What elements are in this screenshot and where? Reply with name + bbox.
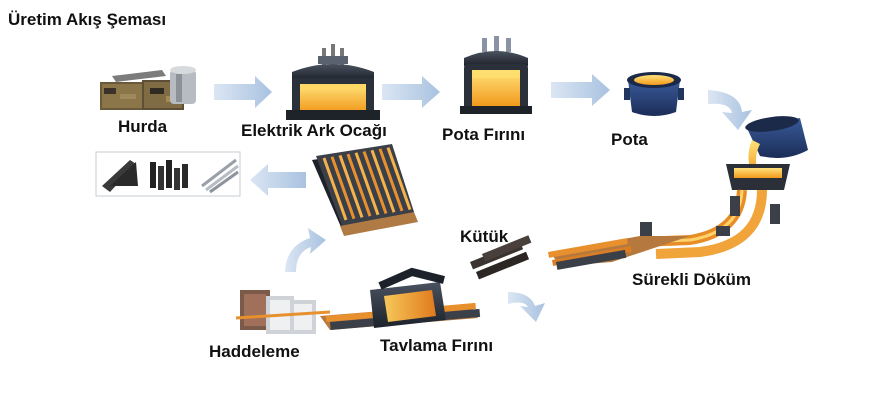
cooling-bed-bar bbox=[362, 150, 388, 215]
cooling-bed-bar bbox=[338, 154, 364, 218]
cooling-bed-bar bbox=[322, 157, 348, 221]
diagram-title: Üretim Akış Şeması bbox=[8, 10, 167, 29]
cooling-bed-bar bbox=[386, 147, 412, 211]
label-reheating-furnace: Tavlama Fırını bbox=[380, 336, 494, 355]
flow-arrow-5 bbox=[250, 164, 306, 196]
continuous-casting-icon bbox=[547, 116, 808, 270]
steel-products-icon bbox=[95, 151, 241, 197]
cooling-bed-bar bbox=[346, 153, 372, 217]
scrap-metal-icon bbox=[100, 66, 196, 110]
label-electric-arc-furnace: Elektrik Ark Ocağı bbox=[241, 121, 387, 140]
label-ladle-furnace: Pota Fırını bbox=[442, 125, 526, 144]
flow-arrow-4 bbox=[708, 90, 752, 130]
label-hurda: Hurda bbox=[118, 117, 168, 136]
label-ladle: Pota bbox=[611, 130, 648, 149]
flow-arrow-7 bbox=[285, 228, 326, 272]
cooling-bed-bar bbox=[354, 152, 380, 216]
label-continuous-casting: Sürekli Döküm bbox=[632, 270, 752, 289]
label-rolling-mill: Haddeleme bbox=[209, 342, 300, 361]
cooling-bed-bar bbox=[370, 149, 396, 213]
label-billet: Kütük bbox=[460, 227, 509, 246]
cooling-bed-bar bbox=[378, 148, 404, 212]
flow-arrow-6 bbox=[508, 292, 545, 322]
cooling-bed-bar bbox=[330, 156, 356, 220]
billet-icon bbox=[470, 235, 532, 280]
ladle-furnace-icon bbox=[460, 36, 532, 114]
rolling-mill-icon bbox=[235, 290, 331, 334]
flow-arrow-2 bbox=[382, 76, 440, 108]
cooling-bed-icon bbox=[312, 144, 418, 236]
reheating-furnace-icon bbox=[320, 267, 481, 330]
flow-arrow-1 bbox=[214, 76, 272, 108]
ladle-icon bbox=[624, 72, 684, 116]
electric-arc-furnace-icon bbox=[286, 44, 380, 120]
flow-arrow-3 bbox=[551, 74, 610, 106]
